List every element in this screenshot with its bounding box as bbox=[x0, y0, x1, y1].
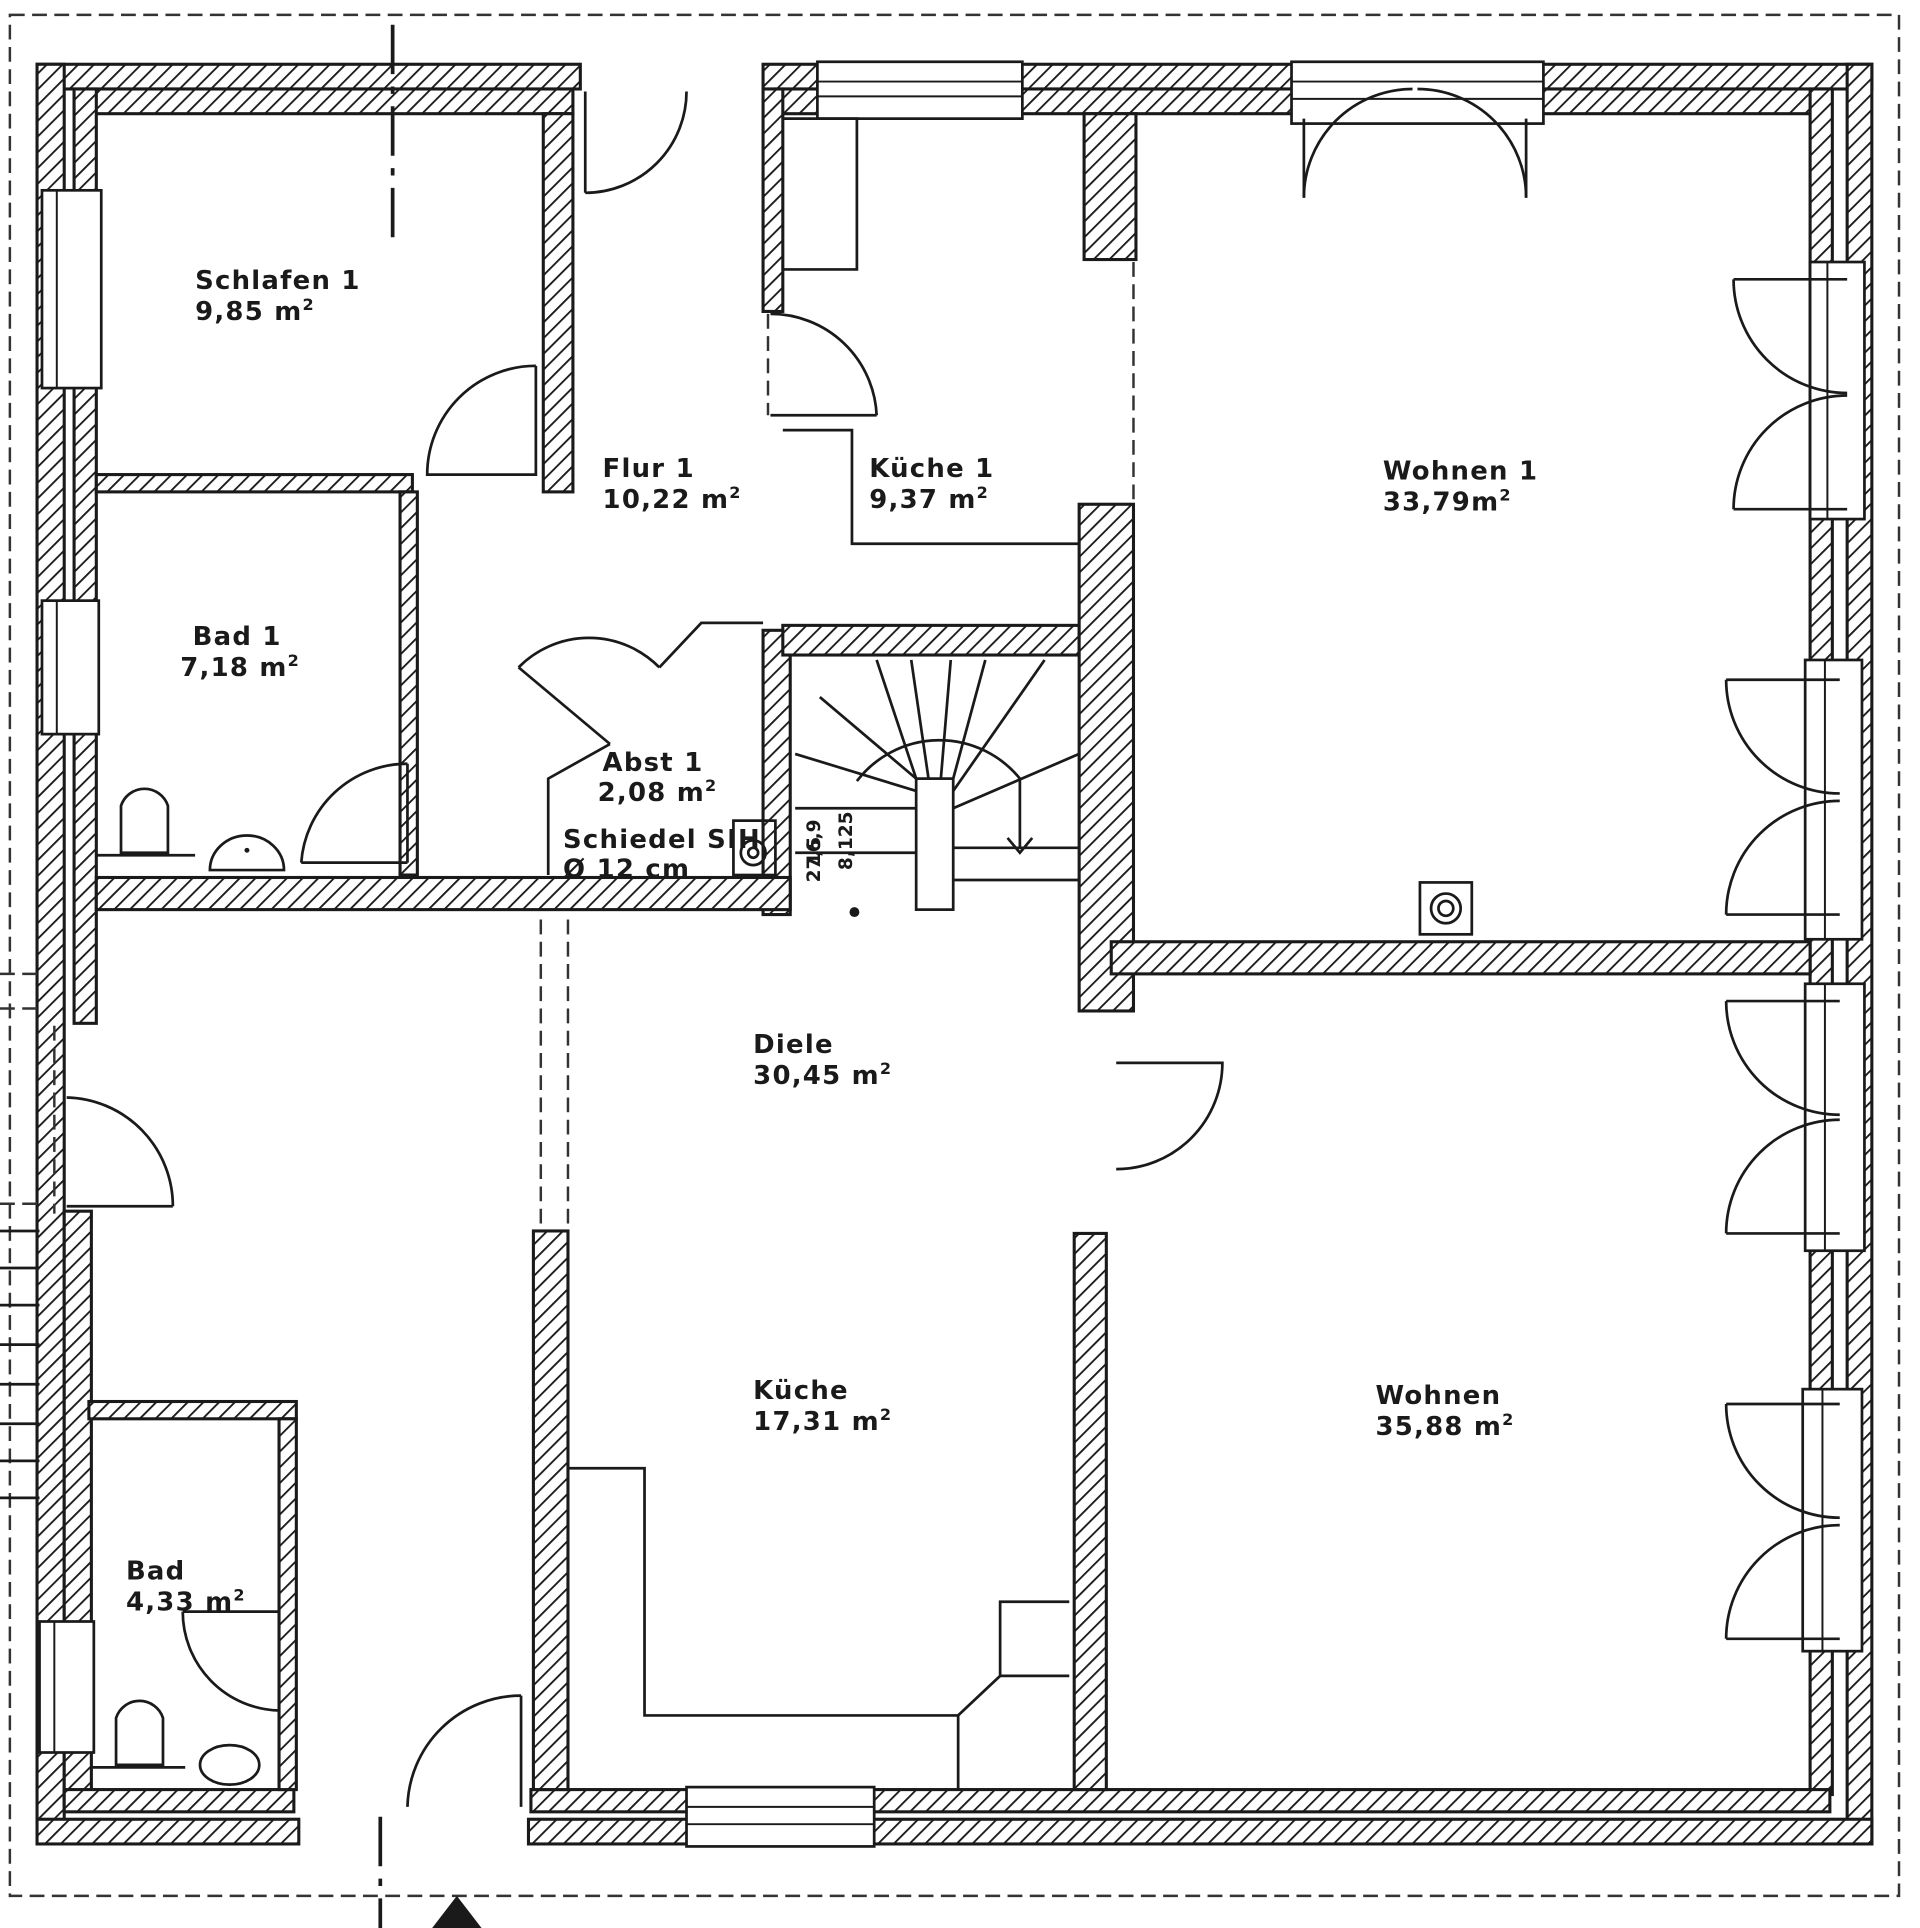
stair-label-side: 8,125 bbox=[836, 811, 857, 870]
label-schiedel-diameter: Ø 12 cm bbox=[563, 854, 690, 884]
room-area-wohnen-1: 33,79m2 bbox=[1383, 486, 1512, 518]
fixtures bbox=[114, 787, 1474, 1786]
stair-label-top: 16,9 bbox=[804, 819, 825, 865]
room-name-wohnen-1: Wohnen 1 bbox=[1383, 457, 1538, 487]
windows bbox=[38, 60, 1866, 1848]
room-name-bad: Bad bbox=[126, 1556, 186, 1586]
room-area-schlafen-1: 9,85 m2 bbox=[195, 295, 315, 327]
room-area-abst-1: 2,08 m2 bbox=[598, 776, 718, 808]
room-name-diele: Diele bbox=[753, 1030, 834, 1060]
room-name-kueche-1: Küche 1 bbox=[869, 454, 994, 484]
room-area-wohnen: 35,88 m2 bbox=[1375, 1410, 1514, 1442]
toilet-icon bbox=[114, 1699, 165, 1767]
room-area-kueche: 17,31 m2 bbox=[753, 1405, 892, 1437]
toilet-icon bbox=[119, 787, 170, 855]
outer-dashed-boundary bbox=[8, 13, 1901, 1898]
staircase: 16,9 27,5 8,125 bbox=[794, 659, 1080, 918]
room-labels: Schlafen 1 9,85 m2 Flur 1 10,22 m2 Küche… bbox=[126, 266, 1538, 1617]
doors bbox=[66, 87, 1848, 1807]
room-area-bad-1: 7,18 m2 bbox=[180, 651, 300, 683]
room-name-abst-1: Abst 1 bbox=[603, 748, 704, 778]
washbasin-icon bbox=[208, 834, 286, 872]
north-arrow-icon bbox=[432, 1895, 482, 1928]
chimney-flue-icon bbox=[1418, 881, 1474, 936]
label-schiedel: Schiedel SIH bbox=[563, 825, 761, 855]
room-area-flur-1: 10,22 m2 bbox=[603, 483, 742, 515]
room-area-bad: 4,33 m2 bbox=[126, 1585, 246, 1617]
room-name-wohnen: Wohnen bbox=[1375, 1381, 1501, 1411]
schiedel-chimney-icon bbox=[732, 819, 777, 877]
room-area-diele: 30,45 m2 bbox=[753, 1059, 892, 1091]
axis-marks bbox=[378, 24, 482, 1928]
interior-walls bbox=[87, 87, 1812, 1792]
internal-lines bbox=[0, 117, 1135, 1790]
washbasin-icon bbox=[198, 1743, 261, 1786]
room-name-flur-1: Flur 1 bbox=[603, 454, 695, 484]
room-name-schlafen-1: Schlafen 1 bbox=[195, 266, 361, 296]
stair-label-mid: 27,5 bbox=[804, 837, 825, 883]
room-name-bad-1: Bad 1 bbox=[193, 622, 282, 652]
room-area-kueche-1: 9,37 m2 bbox=[869, 483, 989, 515]
room-name-kueche: Küche bbox=[753, 1376, 849, 1406]
